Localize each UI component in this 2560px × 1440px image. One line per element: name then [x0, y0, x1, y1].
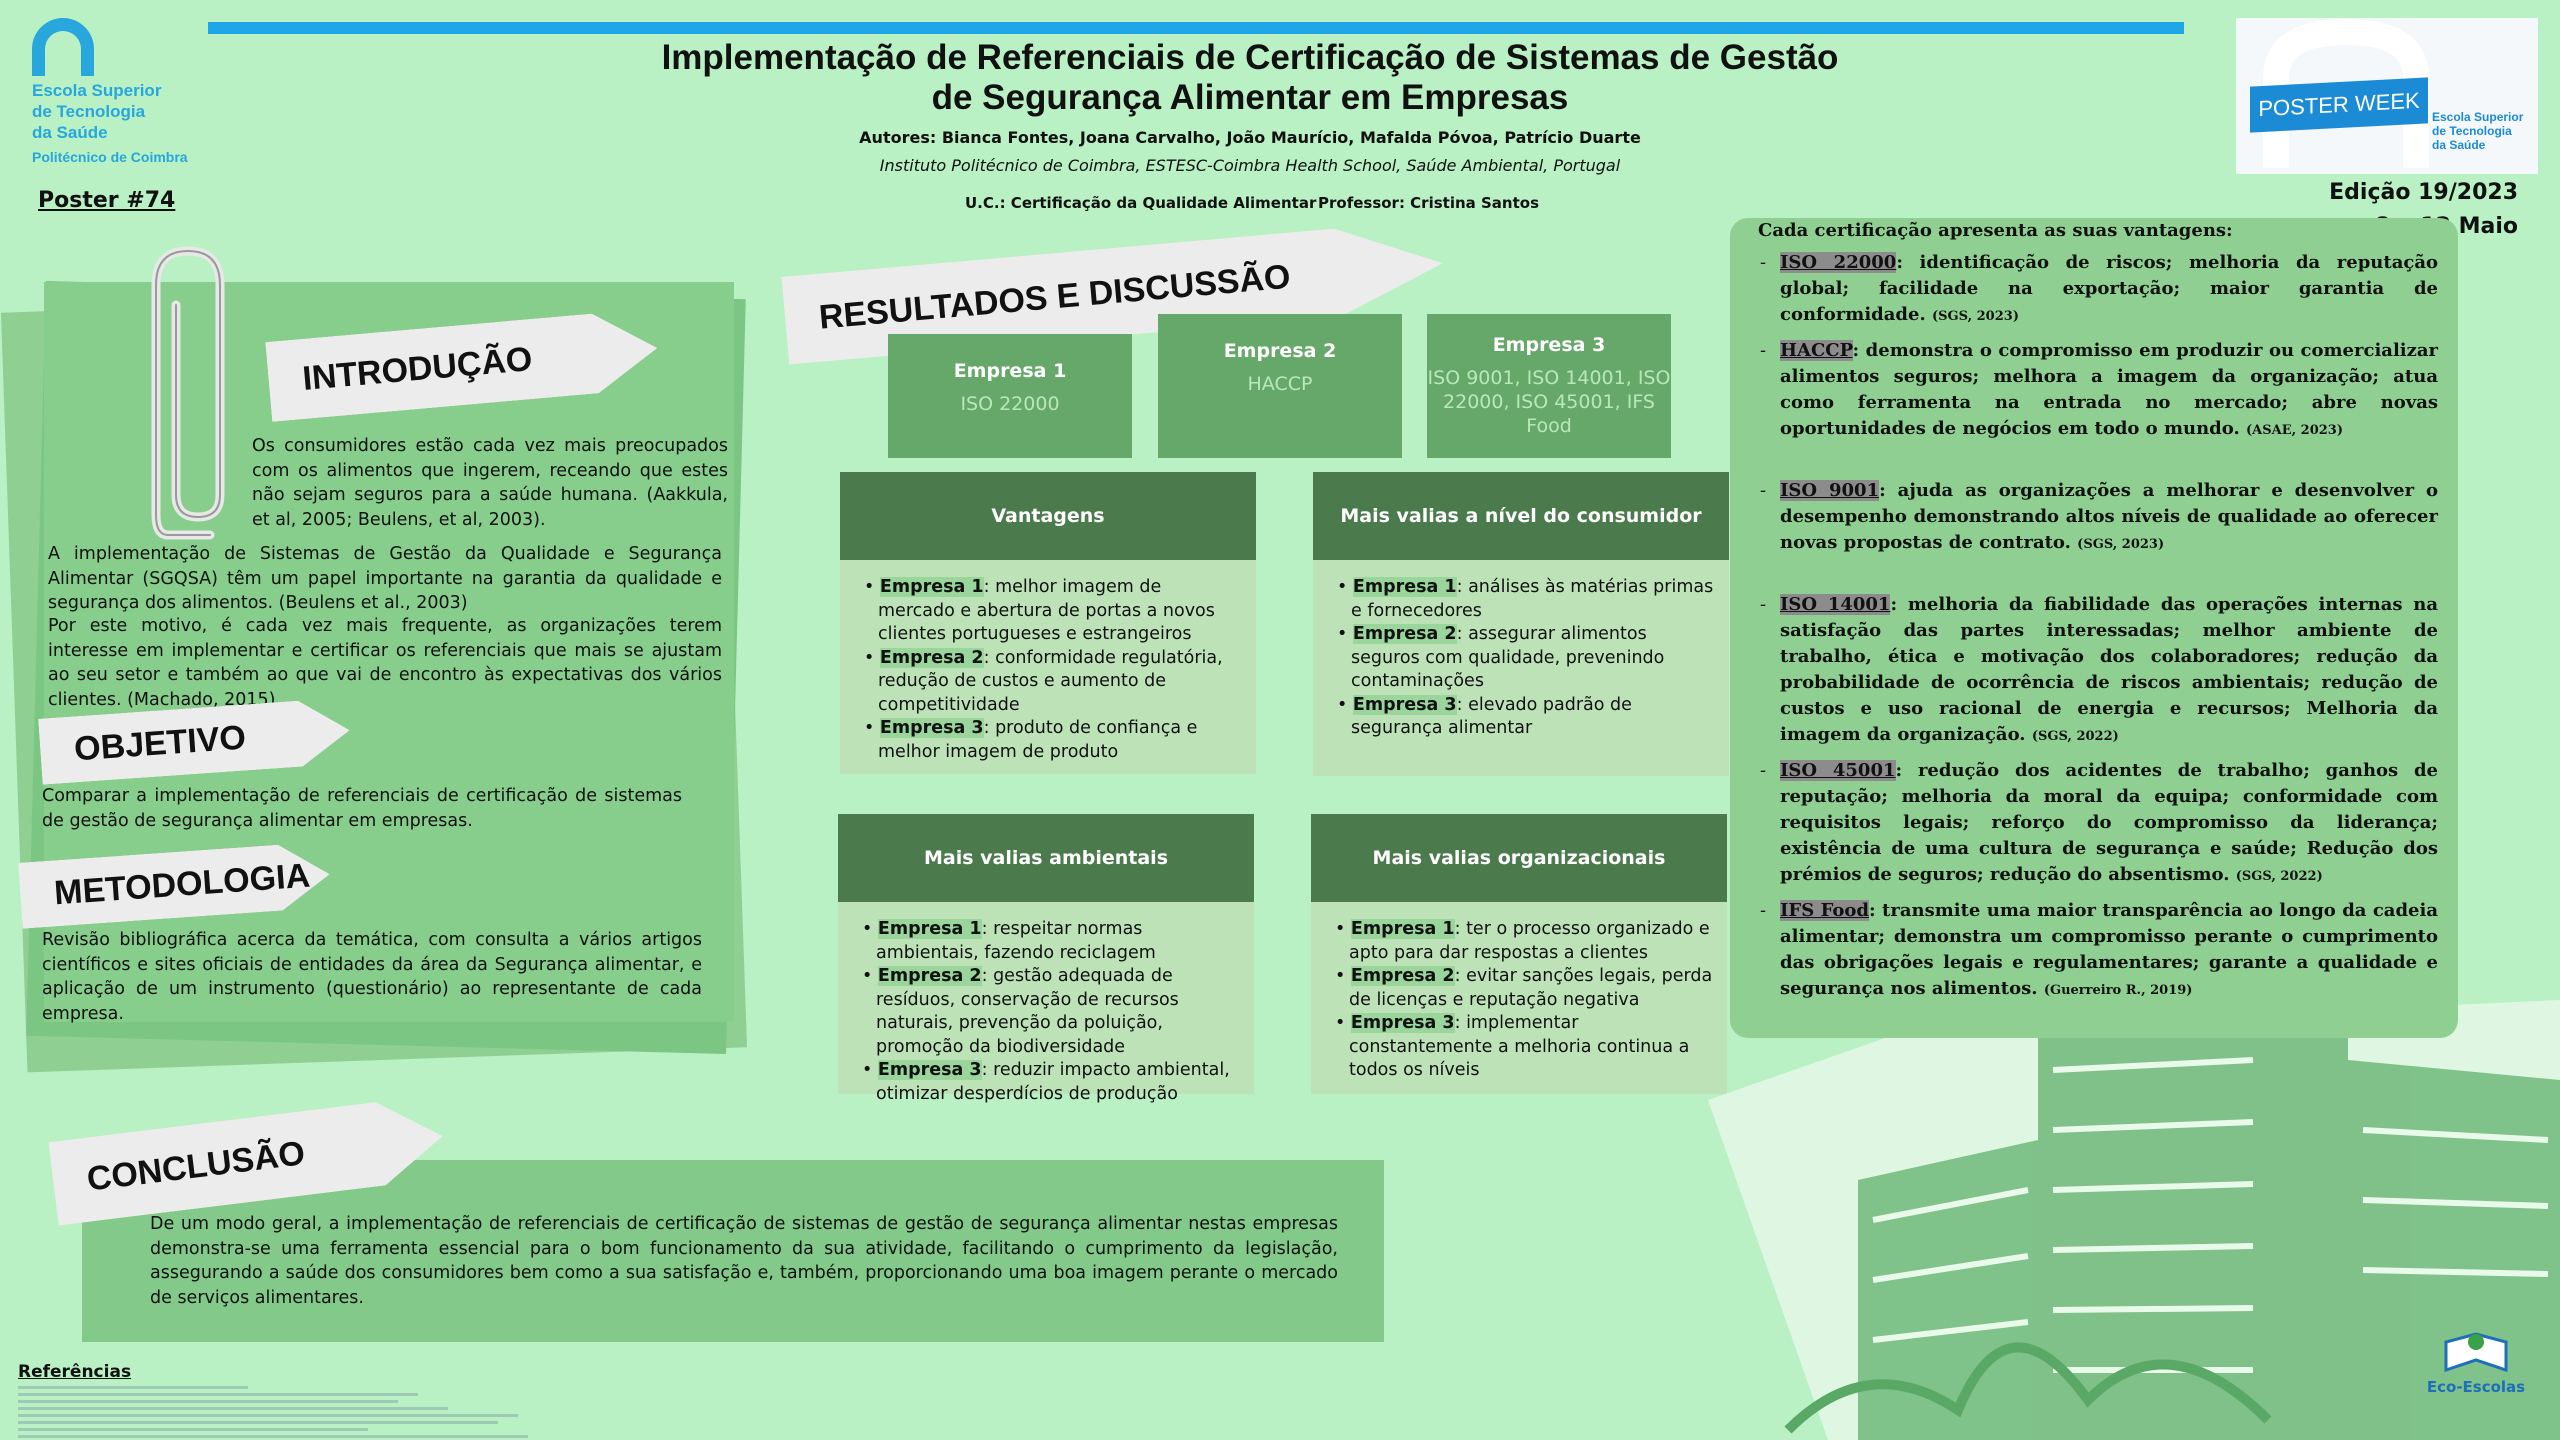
reference-line	[18, 1400, 398, 1403]
eco-escolas-label: Eco-Escolas	[2426, 1378, 2526, 1396]
card-title: Vantagens	[840, 472, 1256, 560]
reference-line	[18, 1428, 368, 1431]
intro-paragraph-1: Os consumidores estão cada vez mais preo…	[252, 436, 728, 530]
paperclip-icon	[151, 246, 225, 540]
company-name: Empresa 3	[1492, 334, 1606, 356]
objective-text: Comparar a implementação de referenciais…	[42, 786, 682, 831]
reference-line	[18, 1393, 418, 1396]
list-item: Empresa 1: melhor imagem de mercado e ab…	[864, 576, 1242, 647]
cert-name: ISO 22000	[1780, 252, 1897, 273]
reference-line	[18, 1421, 498, 1424]
card-consumidor: Mais valias a nível do consumidor Empres…	[1313, 472, 1729, 776]
school-logo: Escola Superior de Tecnologia da Saúde P…	[32, 18, 222, 165]
company-name: Empresa 1	[953, 360, 1067, 382]
advantage-item: - ISO 14001: melhoria da fiabilidade das…	[1760, 594, 2438, 745]
list-item: Empresa 1: ter o processo organizado e a…	[1335, 918, 1713, 965]
references-heading: Referências	[18, 1362, 132, 1382]
arch-icon	[32, 18, 94, 76]
source: (SGS, 2022)	[2235, 869, 2323, 884]
logo-line2: de Tecnologia	[32, 102, 146, 121]
list-item: Empresa 2: evitar sanções legais, perda …	[1335, 965, 1713, 1012]
cert-name: HACCP	[1780, 340, 1853, 361]
reference-line	[18, 1414, 518, 1417]
cert-name: IFS Food	[1780, 900, 1869, 921]
institution: Instituto Politécnico de Coimbra, ESTESC…	[879, 156, 1621, 175]
advantage-item: - HACCP: demonstra o compromisso em prod…	[1760, 340, 2438, 439]
title-line2: de Segurança Alimentar em Empresas	[931, 78, 1569, 117]
source: (SGS, 2023)	[2077, 537, 2165, 552]
card-title: Mais valias a nível do consumidor	[1313, 472, 1729, 560]
reference-line	[18, 1435, 528, 1438]
list-item: Empresa 3: reduzir impacto ambiental, ot…	[862, 1059, 1240, 1106]
logo-line1: Escola Superior	[32, 81, 162, 100]
eco-book-icon	[2444, 1332, 2508, 1373]
list-item: Empresa 3: produto de confiança e melhor…	[864, 717, 1242, 764]
reference-line	[18, 1407, 448, 1410]
advantage-item: - ISO 9001: ajuda as organizações a melh…	[1760, 480, 2438, 553]
card-ambientais: Mais valias ambientais Empresa 1: respei…	[838, 814, 1254, 1104]
logo-line3: da Saúde	[32, 123, 108, 142]
list-item: Empresa 3: implementar constantemente a …	[1335, 1012, 1713, 1083]
course-unit: U.C.: Certificação da Qualidade Alimenta…	[965, 194, 1317, 212]
company-2-box: Empresa 2 HACCP	[1158, 314, 1402, 458]
cert-name: ISO 9001	[1780, 480, 1880, 501]
edition-number: Edição 19/2023	[2329, 180, 2518, 205]
source: (SGS, 2022)	[2031, 729, 2119, 744]
cert-name: ISO 45001	[1780, 760, 1896, 781]
card-vantagens: Vantagens Empresa 1: melhor imagem de me…	[840, 472, 1256, 774]
list-item: Empresa 2: assegurar alimentos seguros c…	[1337, 623, 1715, 694]
list-item: Empresa 2: gestão adequada de resíduos, …	[862, 965, 1240, 1059]
source: (SGS, 2023)	[1932, 309, 2019, 324]
list-item: Empresa 2: conformidade regulatória, red…	[864, 647, 1242, 718]
list-item: Empresa 1: respeitar normas ambientais, …	[862, 918, 1240, 965]
company-cert: ISO 9001, ISO 14001, ISO 22000, ISO 4500…	[1427, 367, 1671, 437]
advantage-item: - ISO 22000: identificação de riscos; me…	[1760, 252, 2438, 325]
poster-week-ribbon: POSTER WEEK	[2250, 77, 2428, 133]
intro-paragraph-3: Por este motivo, é cada vez mais frequen…	[48, 616, 722, 710]
title-line1: Implementação de Referenciais de Certifi…	[661, 38, 1839, 77]
intro-paragraph-2: A implementação de Sistemas de Gestão da…	[48, 544, 722, 613]
source: (Guerreiro R., 2019)	[2043, 983, 2193, 998]
company-name: Empresa 2	[1223, 340, 1337, 362]
company-cert: ISO 22000	[960, 393, 1060, 415]
poster-week-logo: POSTER WEEK Escola Superior de Tecnologi…	[2236, 18, 2538, 174]
conclusion-text: De um modo geral, a implementação de ref…	[150, 1214, 1338, 1308]
company-1-box: Empresa 1 ISO 22000	[888, 334, 1132, 458]
list-item: Empresa 1: análises às matérias primas e…	[1337, 576, 1715, 623]
authors: Autores: Bianca Fontes, Joana Carvalho, …	[859, 128, 1641, 147]
pw-line2: de Tecnologia	[2432, 124, 2512, 138]
card-organizacionais: Mais valias organizacionais Empresa 1: t…	[1311, 814, 1727, 1094]
poster-title: Implementação de Referenciais de Certifi…	[560, 38, 1940, 118]
professor: Professor: Cristina Santos	[1318, 194, 1539, 212]
advantage-item: - IFS Food: transmite uma maior transpar…	[1760, 900, 2438, 999]
advantage-item: - ISO 45001: redução dos acidentes de tr…	[1760, 760, 2438, 885]
references: Referências	[18, 1362, 528, 1438]
company-cert: HACCP	[1247, 373, 1313, 395]
reference-line	[18, 1386, 248, 1389]
top-accent-bar	[208, 22, 2184, 34]
pw-line3: da Saúde	[2432, 138, 2486, 152]
card-title: Mais valias organizacionais	[1311, 814, 1727, 902]
card-title: Mais valias ambientais	[838, 814, 1254, 902]
pw-line1: Escola Superior	[2432, 110, 2524, 124]
building-illustration-icon	[1708, 1000, 2560, 1440]
advantages-intro: Cada certificação apresenta as suas vant…	[1758, 220, 2233, 241]
methodology-text: Revisão bibliográfica acerca da temática…	[42, 930, 702, 1024]
poster-number: Poster #74	[38, 188, 176, 213]
arch-shape-icon	[2263, 18, 2429, 168]
logo-subtitle: Politécnico de Coimbra	[32, 149, 188, 165]
source: (ASAE, 2023)	[2246, 423, 2344, 438]
list-item: Empresa 3: elevado padrão de segurança a…	[1337, 694, 1715, 741]
cert-name: ISO 14001	[1780, 594, 1891, 615]
eco-escolas-logo: Eco-Escolas	[2426, 1330, 2526, 1396]
company-3-box: Empresa 3 ISO 9001, ISO 14001, ISO 22000…	[1427, 314, 1671, 458]
